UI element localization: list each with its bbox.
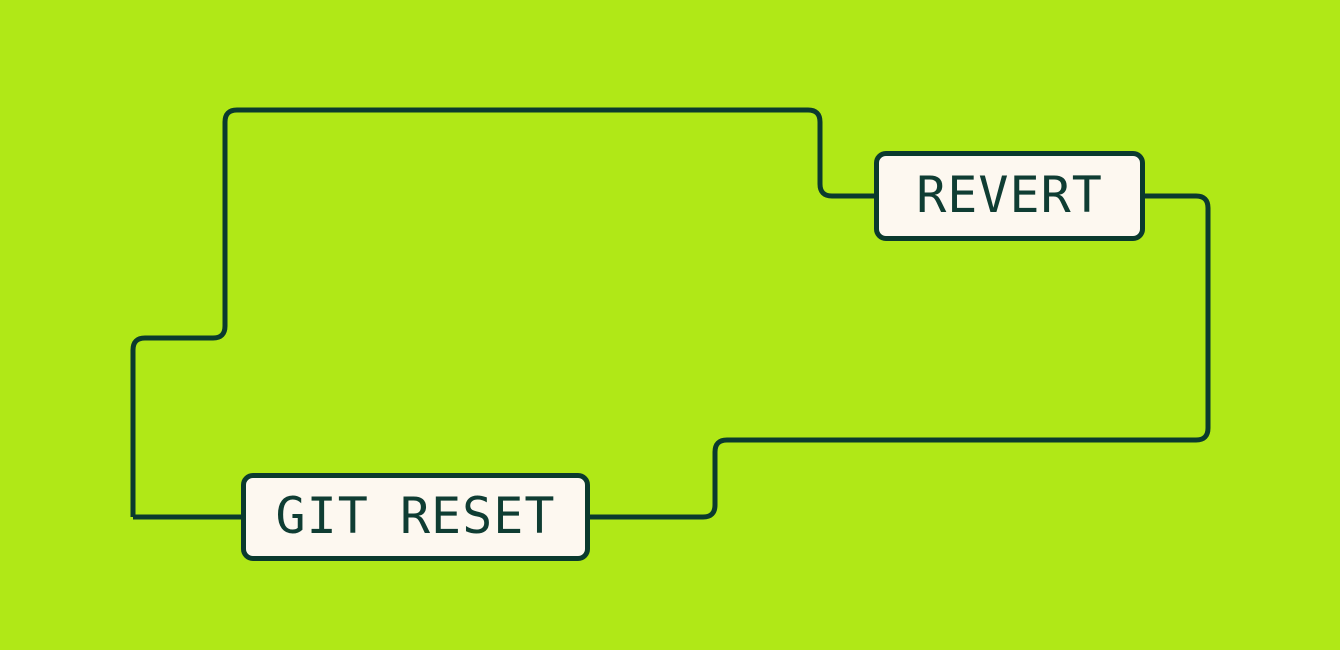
node-revert-label: REVERT [916, 166, 1103, 224]
wire-revert-out-to-git-reset [590, 193, 1211, 520]
node-git-reset[interactable]: GIT RESET [241, 473, 590, 561]
node-git-reset-label: GIT RESET [275, 487, 556, 545]
wire-upper-into-revert [130, 107, 874, 517]
node-revert[interactable]: REVERT [874, 151, 1145, 241]
